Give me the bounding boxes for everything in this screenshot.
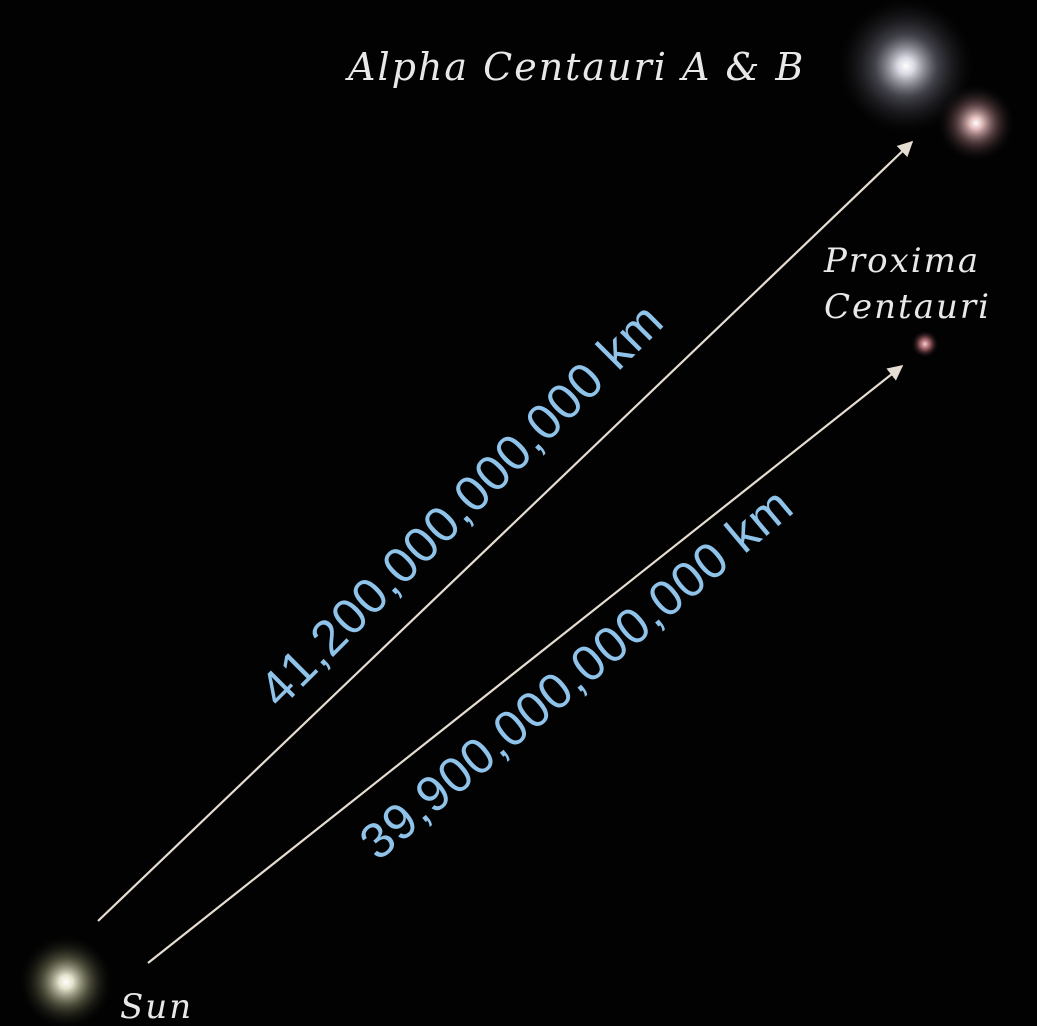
alpha-distance-arrow — [97, 140, 914, 922]
sun-label: Sun — [120, 987, 193, 1026]
alpha-centauri-a-star-icon — [836, 0, 976, 136]
proxima-label-line1: Proxima — [823, 241, 980, 281]
sun-star-icon — [18, 934, 114, 1026]
proxima-distance-arrow — [147, 365, 904, 964]
alpha-centauri-b-star-icon — [936, 83, 1016, 163]
proxima-label-line2: Centauri — [824, 287, 991, 327]
proxima-centauri-star-icon — [911, 330, 939, 358]
alpha-centauri-label: Alpha Centauri A & B — [345, 45, 805, 89]
